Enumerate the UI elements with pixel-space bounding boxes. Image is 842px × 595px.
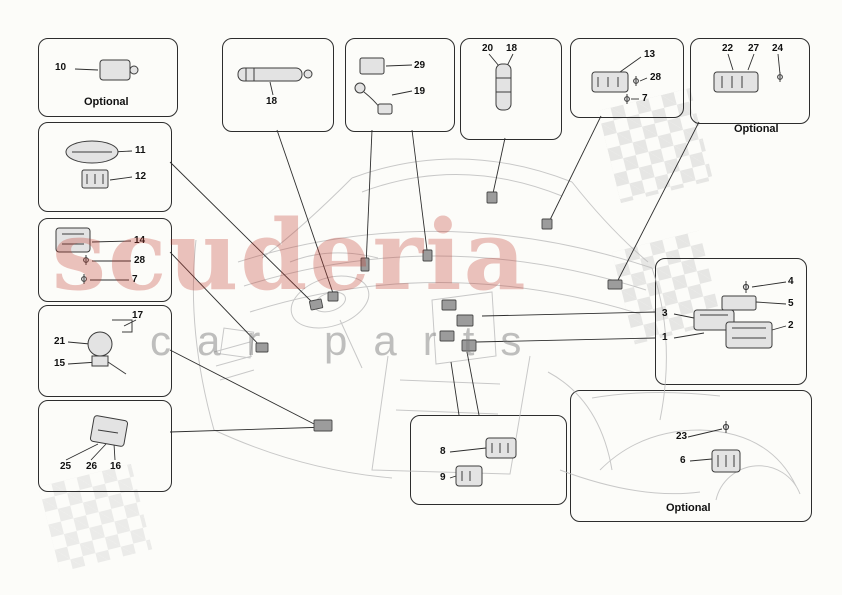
connector-icon-12 xyxy=(81,169,109,189)
switch-icon-14 xyxy=(55,227,91,253)
antenna-icon-18 xyxy=(237,67,313,82)
callout-box-23-6 xyxy=(570,390,812,522)
callout-box-20-18 xyxy=(460,38,562,140)
sensor-icon-29 xyxy=(359,57,385,75)
module-icon-2-1 xyxy=(725,321,773,349)
callout-box-29-19 xyxy=(345,38,455,132)
part-number-27: 27 xyxy=(748,43,760,54)
part-number-15: 15 xyxy=(54,358,66,369)
screw-icon-24 xyxy=(777,72,783,82)
in-drawing-parts xyxy=(255,191,623,432)
sensor-icon-20-18 xyxy=(495,63,512,111)
part-number-18a: 18 xyxy=(266,96,278,107)
part-number-19: 19 xyxy=(414,86,426,97)
part-number-22: 22 xyxy=(722,43,734,54)
screw-icon-7b xyxy=(624,94,630,104)
optional-label-1: Optional xyxy=(84,96,129,108)
callout-box-11-12 xyxy=(38,122,172,212)
callout-box-18 xyxy=(222,38,334,132)
bracket-icon-17 xyxy=(112,319,133,333)
sensor-icon-25 xyxy=(89,415,129,447)
part-number-9: 9 xyxy=(440,472,446,483)
callout-box-13-28-7 xyxy=(570,38,684,118)
callout-box-1-5 xyxy=(655,258,807,385)
part-number-21: 21 xyxy=(54,336,66,347)
lamp-icon-11 xyxy=(65,140,119,164)
part-number-26: 26 xyxy=(86,461,98,472)
part-number-28a: 28 xyxy=(134,255,146,266)
screw-icon-28a xyxy=(83,255,89,265)
callout-box-22-27-24 xyxy=(690,38,810,124)
callout-box-14-28-7 xyxy=(38,218,172,302)
part-number-10: 10 xyxy=(55,62,67,73)
connector-icon-8 xyxy=(485,437,517,459)
callout-box-8-9 xyxy=(410,415,567,505)
part-number-2: 2 xyxy=(788,320,794,331)
part-number-7b: 7 xyxy=(642,93,648,104)
part-number-20: 20 xyxy=(482,43,494,54)
part-number-14: 14 xyxy=(134,235,146,246)
sensor-icon-10 xyxy=(99,59,139,81)
module-icon-3 xyxy=(693,309,735,331)
callout-part-icons xyxy=(55,57,783,487)
connector-icon-13 xyxy=(591,71,629,93)
part-number-11: 11 xyxy=(135,145,146,156)
callout-box-10 xyxy=(38,38,178,117)
screw-icon-4 xyxy=(742,281,750,293)
callout-box-25-26-16 xyxy=(38,400,172,492)
cable-sensor-icon-19 xyxy=(354,82,393,115)
part-number-28b: 28 xyxy=(650,72,662,83)
part-number-1: 1 xyxy=(662,332,668,343)
pump-icon-21 xyxy=(87,331,127,375)
leader-lines xyxy=(169,115,700,433)
part-number-23: 23 xyxy=(676,431,688,442)
part-number-4: 4 xyxy=(788,276,794,287)
screw-icon-7a xyxy=(81,274,87,284)
part-number-24: 24 xyxy=(772,43,784,54)
part-number-7a: 7 xyxy=(132,274,138,285)
relay-icon-5 xyxy=(721,295,757,311)
part-number-16: 16 xyxy=(110,461,122,472)
part-number-5: 5 xyxy=(788,298,794,309)
car-interior-sketch xyxy=(192,158,801,501)
connector-icon-9 xyxy=(455,465,483,487)
screw-icon-23 xyxy=(722,421,730,433)
part-number-8: 8 xyxy=(440,446,446,457)
optional-label-3: Optional xyxy=(666,502,711,514)
part-number-12: 12 xyxy=(135,171,147,182)
module-icon-22-27 xyxy=(713,71,759,93)
screw-icon-28b xyxy=(633,76,639,86)
part-number-13: 13 xyxy=(644,49,656,60)
part-number-6: 6 xyxy=(680,455,686,466)
callout-internal-lines xyxy=(65,53,787,479)
optional-label-2: Optional xyxy=(734,123,779,135)
part-number-25: 25 xyxy=(60,461,72,472)
connector-icon-6 xyxy=(711,449,741,473)
part-number-18b: 18 xyxy=(506,43,518,54)
part-number-3: 3 xyxy=(662,308,668,319)
part-number-17: 17 xyxy=(132,310,144,321)
part-number-29: 29 xyxy=(414,60,426,71)
